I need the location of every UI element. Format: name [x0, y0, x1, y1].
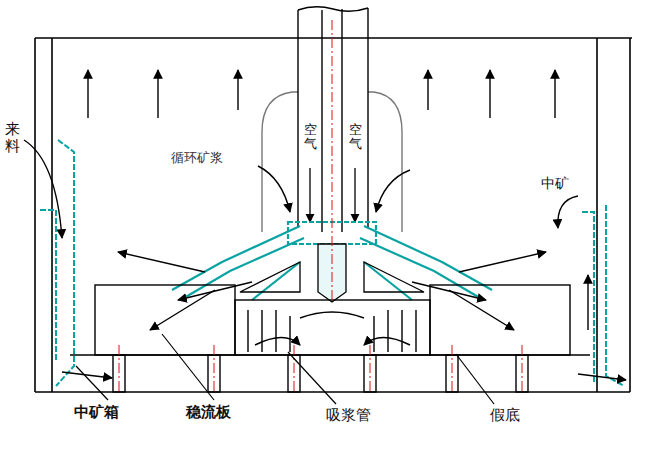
shaft: [298, 7, 368, 232]
tank: [35, 38, 632, 392]
air-label: 空气: [303, 122, 318, 153]
part-label: 吸浆管: [326, 407, 371, 424]
air-label: 空气: [348, 122, 363, 153]
feed-label: 来料: [4, 120, 21, 155]
part-label: 循环矿浆: [170, 150, 224, 167]
part-label: 假底: [490, 407, 520, 424]
part-label: 稳流板: [186, 404, 231, 421]
false-bottom: [70, 355, 590, 392]
middling-box: [40, 140, 624, 386]
leader-line: [76, 334, 494, 404]
part-label: 中矿箱: [74, 404, 119, 421]
flow-label: 中矿: [540, 174, 570, 192]
